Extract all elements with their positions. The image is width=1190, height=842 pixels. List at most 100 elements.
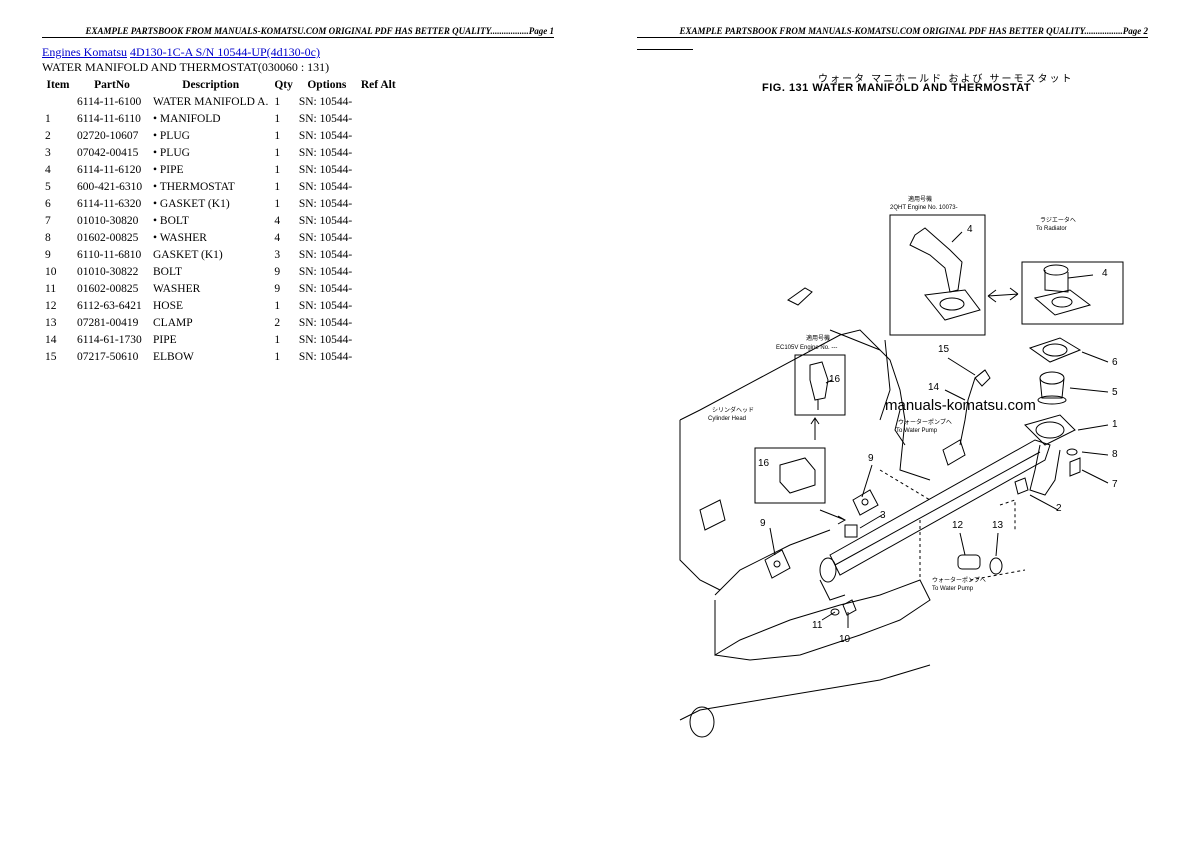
page-header-left: EXAMPLE PARTSBOOK FROM MANUALS-KOMATSU.C… xyxy=(85,26,554,36)
gasket-9-upper xyxy=(852,489,879,516)
row-refalt xyxy=(358,246,399,263)
row-options: SN: 10544- xyxy=(298,197,353,210)
row-qty: 1 xyxy=(274,333,281,346)
engine-block-side xyxy=(679,420,721,591)
callout-8: 8 xyxy=(1112,449,1118,460)
col-description-header: Description xyxy=(182,78,240,91)
row-qty: 4 xyxy=(274,231,281,244)
row-refalt xyxy=(358,195,399,212)
row-options: SN: 10544- xyxy=(298,350,353,363)
elbow-15 xyxy=(974,369,991,387)
row-options: SN: 10544- xyxy=(298,163,353,176)
engine-lower-edge xyxy=(714,529,831,596)
row-qty: 1 xyxy=(274,112,281,125)
callout-15: 15 xyxy=(938,344,950,355)
label-engine-top: 2QHT Engine No. 10073- xyxy=(890,205,958,211)
gasket-water-pump xyxy=(942,439,966,466)
col-options-header: Options xyxy=(307,78,347,91)
row-qty: 1 xyxy=(274,299,281,312)
front-direction-arrow xyxy=(787,287,813,306)
callout-13: 13 xyxy=(992,520,1004,531)
interchange-arrow xyxy=(987,287,1019,303)
row-partno: 6114-11-6320 xyxy=(77,197,142,210)
row-options: SN: 10544- xyxy=(298,333,353,346)
row-options: SN: 10544- xyxy=(298,146,353,159)
header-rule-left xyxy=(42,37,554,38)
row-qty: 1 xyxy=(274,350,281,363)
label-radiator-jp: ラジエータへ xyxy=(1040,218,1076,224)
callout-5: 5 xyxy=(1112,387,1118,398)
row-item: 10 xyxy=(45,265,57,278)
row-options: SN: 10544- xyxy=(298,299,353,312)
detail-box-pipe-new xyxy=(1021,261,1124,325)
row-partno: 6114-61-1730 xyxy=(77,333,142,346)
parts-table: Item PartNo Description Qty Options Ref … xyxy=(42,76,399,365)
row-description: GASKET (K1) xyxy=(153,248,223,261)
gasket-6 xyxy=(1028,337,1082,363)
header-rule-right xyxy=(637,37,1148,38)
row-refalt xyxy=(358,314,399,331)
detail-box-plug-16 xyxy=(754,447,826,504)
row-partno: 07217-50610 xyxy=(77,350,139,363)
label-water-pump-1-jp: ウォーターポンプへ xyxy=(898,420,952,426)
label-ec: EC105V Engine No. --- xyxy=(776,345,838,351)
row-qty: 1 xyxy=(274,163,281,176)
row-options: SN: 10544- xyxy=(298,265,353,278)
row-item: 6 xyxy=(45,197,51,210)
row-qty: 2 xyxy=(274,316,281,329)
pipe-4-straight xyxy=(1044,270,1069,293)
breadcrumb-link-model[interactable]: 4D130-1C-A S/N 10544-UP(4d130-0c) xyxy=(130,45,320,59)
col-item-header: Item xyxy=(46,78,70,91)
detail-box-pipe-old xyxy=(889,214,986,336)
row-item: 11 xyxy=(45,282,57,295)
row-partno: 600-421-6310 xyxy=(77,180,143,193)
bolt-10 xyxy=(842,599,857,616)
row-qty: 1 xyxy=(274,95,281,108)
row-item: 14 xyxy=(45,333,57,346)
row-partno: 01602-00825 xyxy=(77,231,139,244)
plug-2 xyxy=(1014,477,1029,495)
row-qty: 4 xyxy=(274,214,281,227)
row-options: SN: 10544- xyxy=(298,95,353,108)
thermostat-housing xyxy=(1024,414,1076,446)
row-options: SN: 10544- xyxy=(298,282,353,295)
breadcrumb-link-engines[interactable]: Engines Komatsu xyxy=(42,45,127,59)
row-options: SN: 10544- xyxy=(298,214,353,227)
row-refalt xyxy=(358,212,399,229)
label-cylinder-head-jp: シリンダヘッド xyxy=(712,408,755,414)
row-partno: 6110-11-6810 xyxy=(77,248,142,261)
row-description: PIPE xyxy=(153,333,177,346)
hose-12 xyxy=(957,554,981,570)
row-qty: 3 xyxy=(274,248,281,261)
row-description: • GASKET (K1) xyxy=(153,197,230,210)
row-partno: 01602-00825 xyxy=(77,282,139,295)
row-item: 12 xyxy=(45,299,57,312)
watermark: manuals-komatsu.com xyxy=(885,397,1036,414)
row-partno: 6112-63-6421 xyxy=(77,299,142,312)
detail-box-sensor-upper xyxy=(794,354,846,416)
col-qty-header: Qty xyxy=(274,78,293,91)
row-qty: 9 xyxy=(274,265,281,278)
plug-3 xyxy=(844,524,858,538)
row-item: 2 xyxy=(45,129,51,142)
callout-10: 10 xyxy=(839,634,851,645)
row-partno: 07042-00415 xyxy=(77,146,139,159)
row-item: 8 xyxy=(45,231,51,244)
callout-9-upper: 9 xyxy=(868,453,874,464)
label-water-pump-1: To Water Pump xyxy=(896,428,938,434)
label-water-pump-2: To Water Pump xyxy=(932,586,974,592)
row-qty: 1 xyxy=(274,129,281,142)
callout-4-new: 4 xyxy=(1102,268,1108,279)
callout-3: 3 xyxy=(880,510,886,521)
row-description: HOSE xyxy=(153,299,184,312)
row-description: CLAMP xyxy=(153,316,193,329)
row-partno: 6114-11-6100 xyxy=(77,95,142,108)
row-description: • PLUG xyxy=(153,129,190,142)
callout-1: 1 xyxy=(1112,419,1118,430)
